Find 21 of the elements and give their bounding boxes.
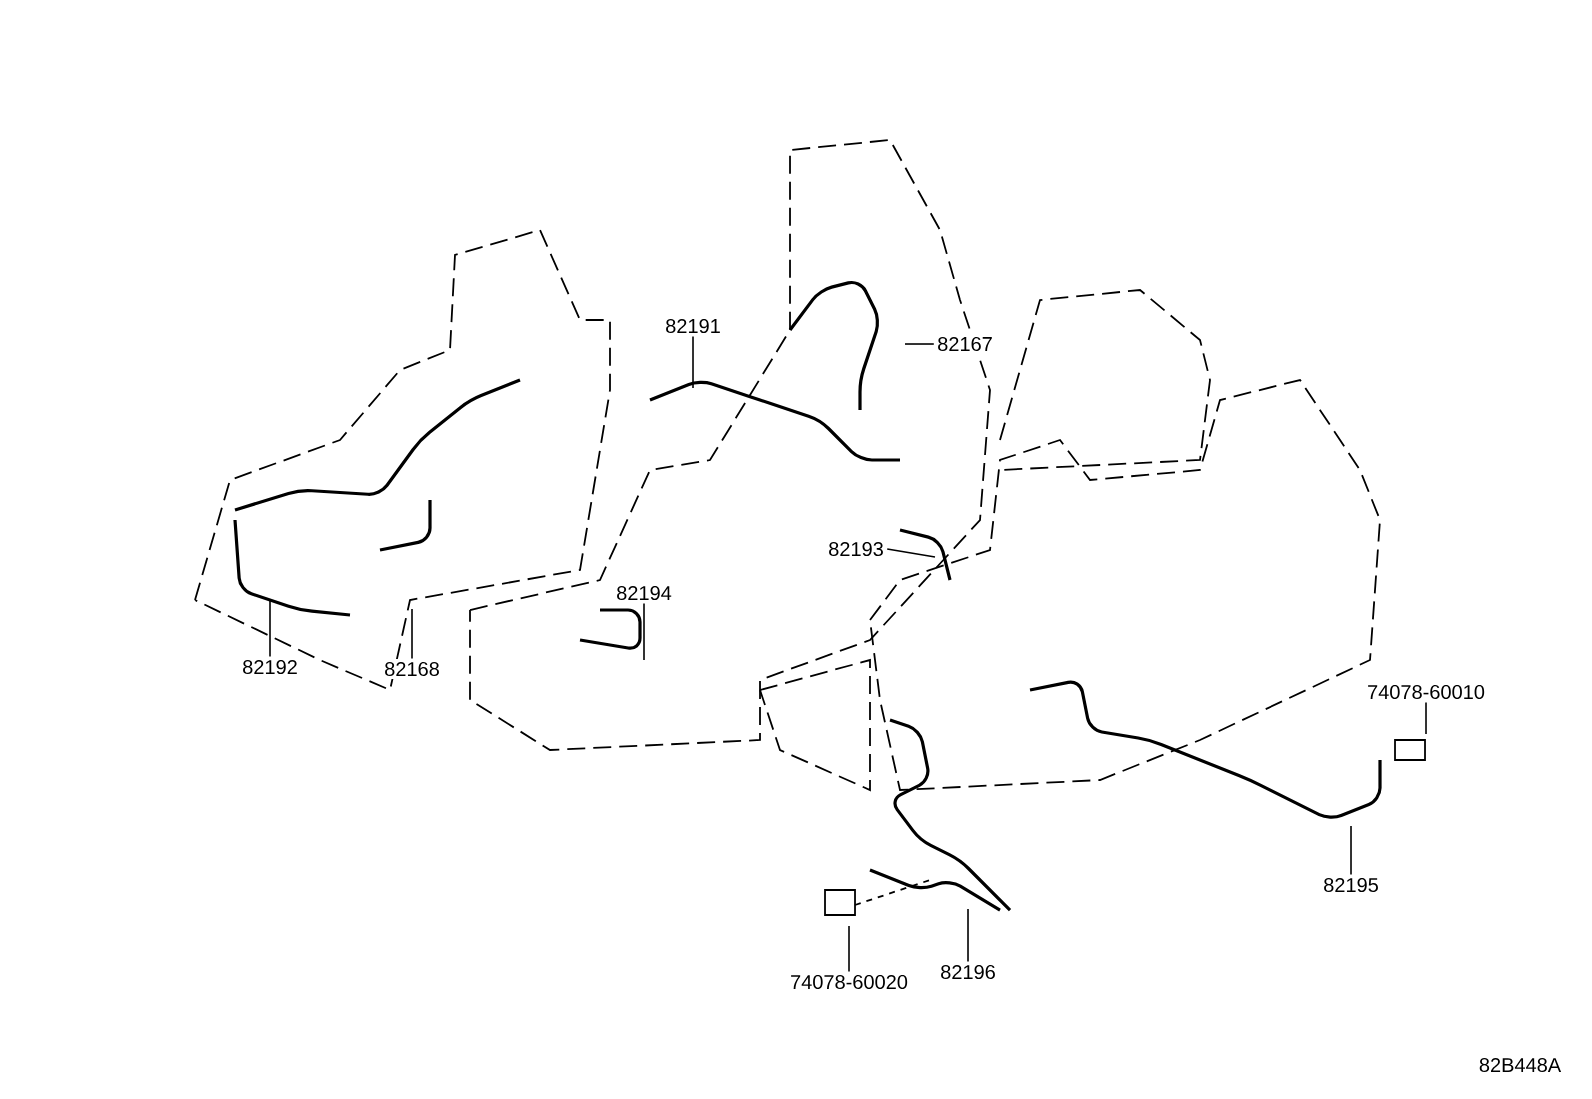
part-number: 82167 [934, 333, 996, 355]
leader-line [643, 602, 645, 661]
leader-line [1425, 701, 1427, 735]
part-number: 82195 [1320, 874, 1382, 896]
part-number: 74078-60010 [1364, 681, 1488, 703]
part-number: 82193 [825, 538, 887, 560]
leader-line [411, 608, 413, 660]
leader-line [848, 925, 850, 973]
leader-line [692, 335, 694, 389]
leader-line [886, 548, 936, 558]
part-number: 82192 [239, 656, 301, 678]
part-number: 82196 [937, 961, 999, 983]
leader-line [269, 598, 271, 658]
leader-line [904, 343, 935, 345]
diagram-code: 82B448A [1479, 1057, 1562, 1073]
leader-line [967, 908, 969, 963]
part-number: 74078-60020 [787, 971, 911, 993]
part-number: 82168 [381, 658, 443, 680]
leader-line [1350, 825, 1352, 876]
part-number: 82191 [662, 315, 724, 337]
part-number: 82194 [613, 582, 675, 604]
